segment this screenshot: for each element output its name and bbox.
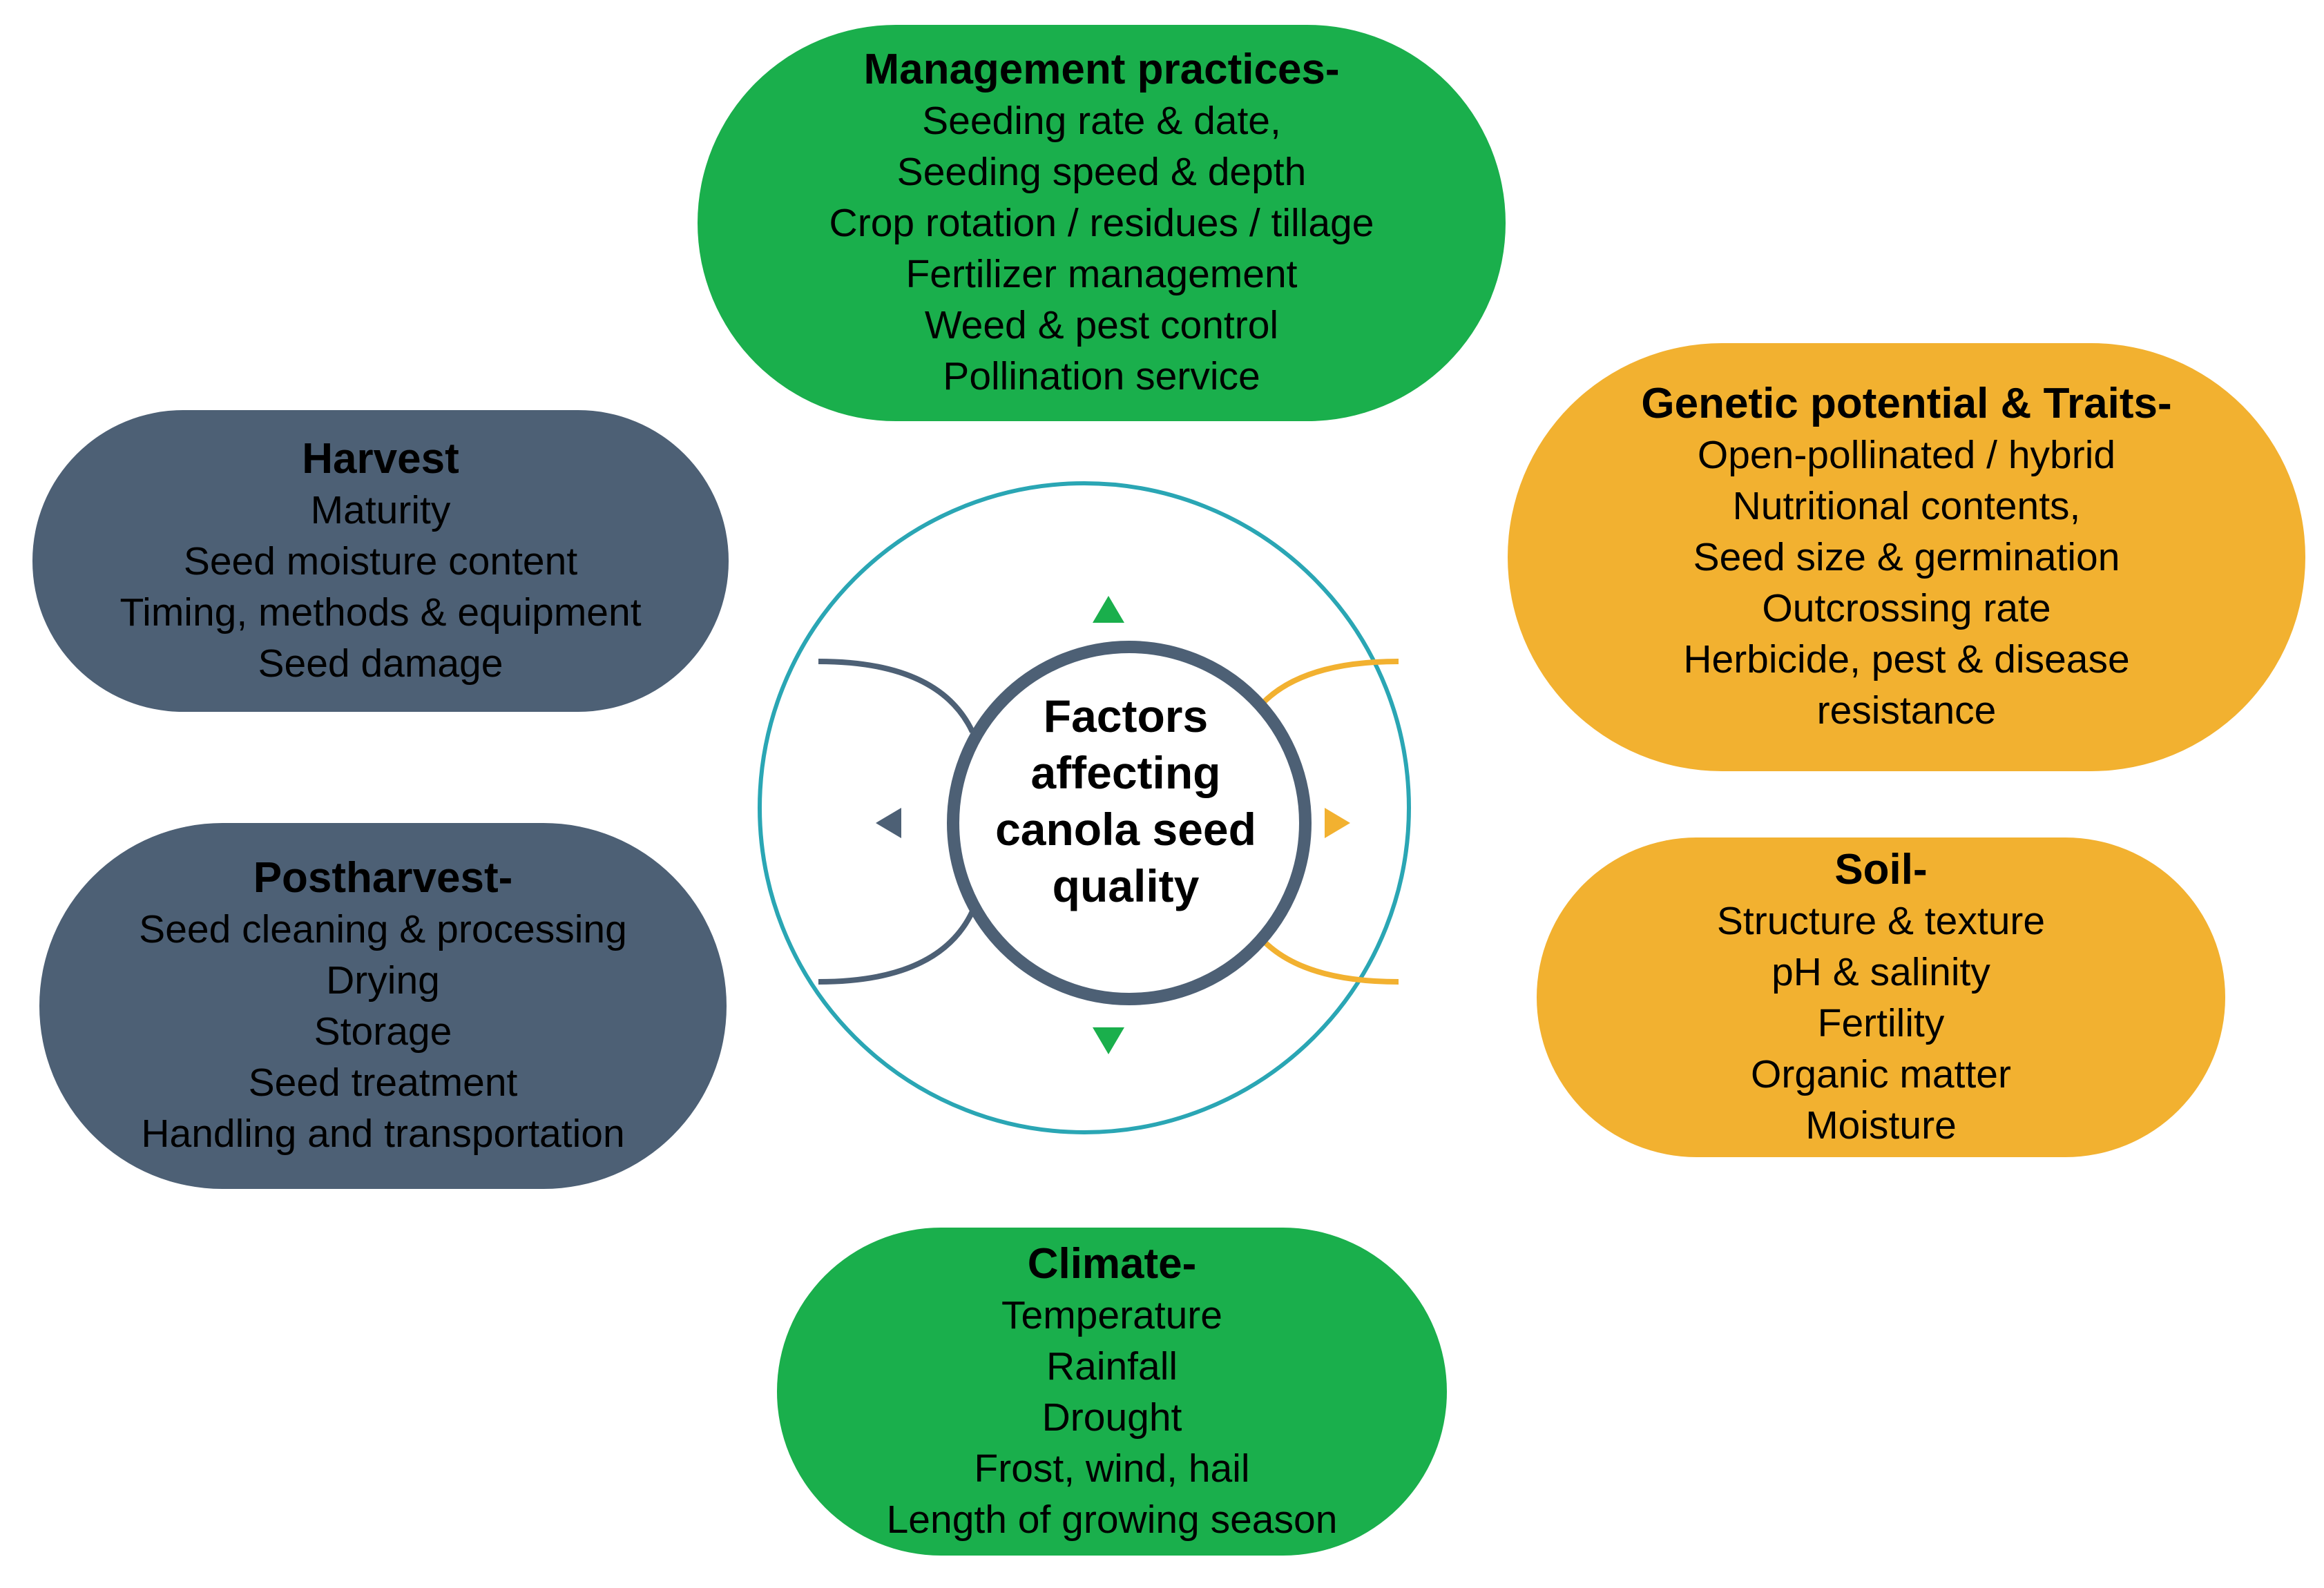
right-triangle-icon [1325, 808, 1350, 838]
climate-item: Rainfall [1046, 1344, 1178, 1388]
up-triangle-icon [1093, 596, 1124, 623]
climate-item: Length of growing season [886, 1497, 1338, 1542]
soil-item: pH & salinity [1771, 949, 1990, 994]
soil-item: Fertility [1817, 1000, 1945, 1045]
genetic-potential-node: Genetic potential & Traits- Open-pollina… [1508, 343, 2305, 771]
hub-circle [947, 641, 1312, 1005]
climate-node: Climate- Temperature Rainfall Drought Fr… [777, 1228, 1447, 1556]
soil-item: Organic matter [1751, 1052, 2011, 1096]
management-item: Seeding rate & date, [922, 99, 1281, 143]
harvest-node: Harvest Maturity Seed moisture content T… [32, 410, 729, 712]
left-upper-arc [818, 659, 975, 733]
center-label-text: Factors affecting canola seed quality [995, 690, 1256, 911]
harvest-item: Timing, methods & equipment [119, 590, 642, 635]
management-item: Weed & pest control [924, 303, 1279, 347]
postharvest-item: Seed treatment [248, 1061, 518, 1105]
postharvest-node: Postharvest- Seed cleaning & processing … [39, 823, 727, 1189]
climate-title: Climate- [1027, 1239, 1197, 1288]
climate-item: Frost, wind, hail [974, 1446, 1250, 1491]
management-practices-node: Management practices- Seeding rate & dat… [698, 25, 1506, 421]
soil-node: Soil- Structure & texture pH & salinity … [1537, 837, 2225, 1157]
harvest-item: Seed moisture content [183, 539, 578, 583]
harvest-title: Harvest [302, 434, 459, 483]
center-label: Factors affecting canola seed quality [925, 656, 1326, 946]
postharvest-item: Storage [314, 1009, 452, 1054]
management-item: Pollination service [943, 354, 1260, 398]
genetic-item: Nutritional contents, [1732, 484, 2081, 528]
central-hub-graphic [758, 481, 1411, 1134]
genetic-item: Seed size & germination [1693, 535, 2120, 579]
postharvest-item: Handling and transportation [141, 1112, 625, 1156]
soil-item: Structure & texture [1716, 898, 2046, 943]
harvest-item: Seed damage [258, 641, 503, 686]
genetic-item: Open-pollinated / hybrid [1697, 433, 2116, 477]
management-item: Seeding speed & depth [896, 150, 1307, 194]
climate-item: Drought [1041, 1395, 1182, 1440]
management-title: Management practices- [863, 46, 1340, 93]
left-triangle-icon [876, 808, 901, 838]
down-triangle-icon [1093, 1027, 1124, 1054]
soil-item: Moisture [1805, 1103, 1957, 1148]
genetic-item: resistance [1816, 688, 1997, 733]
postharvest-title: Postharvest- [253, 854, 513, 902]
genetic-item: Outcrossing rate [1762, 586, 2051, 630]
management-item: Crop rotation / residues / tillage [829, 201, 1374, 245]
harvest-item: Maturity [310, 487, 451, 532]
management-item: Fertilizer management [905, 252, 1298, 296]
postharvest-item: Drying [326, 958, 440, 1003]
left-lower-arc [818, 910, 975, 985]
postharvest-item: Seed cleaning & processing [139, 907, 627, 951]
climate-item: Temperature [1001, 1292, 1222, 1337]
genetic-item: Herbicide, pest & disease [1683, 637, 2130, 681]
soil-title: Soil- [1834, 845, 1928, 893]
genetic-title: Genetic potential & Traits- [1641, 380, 2172, 427]
